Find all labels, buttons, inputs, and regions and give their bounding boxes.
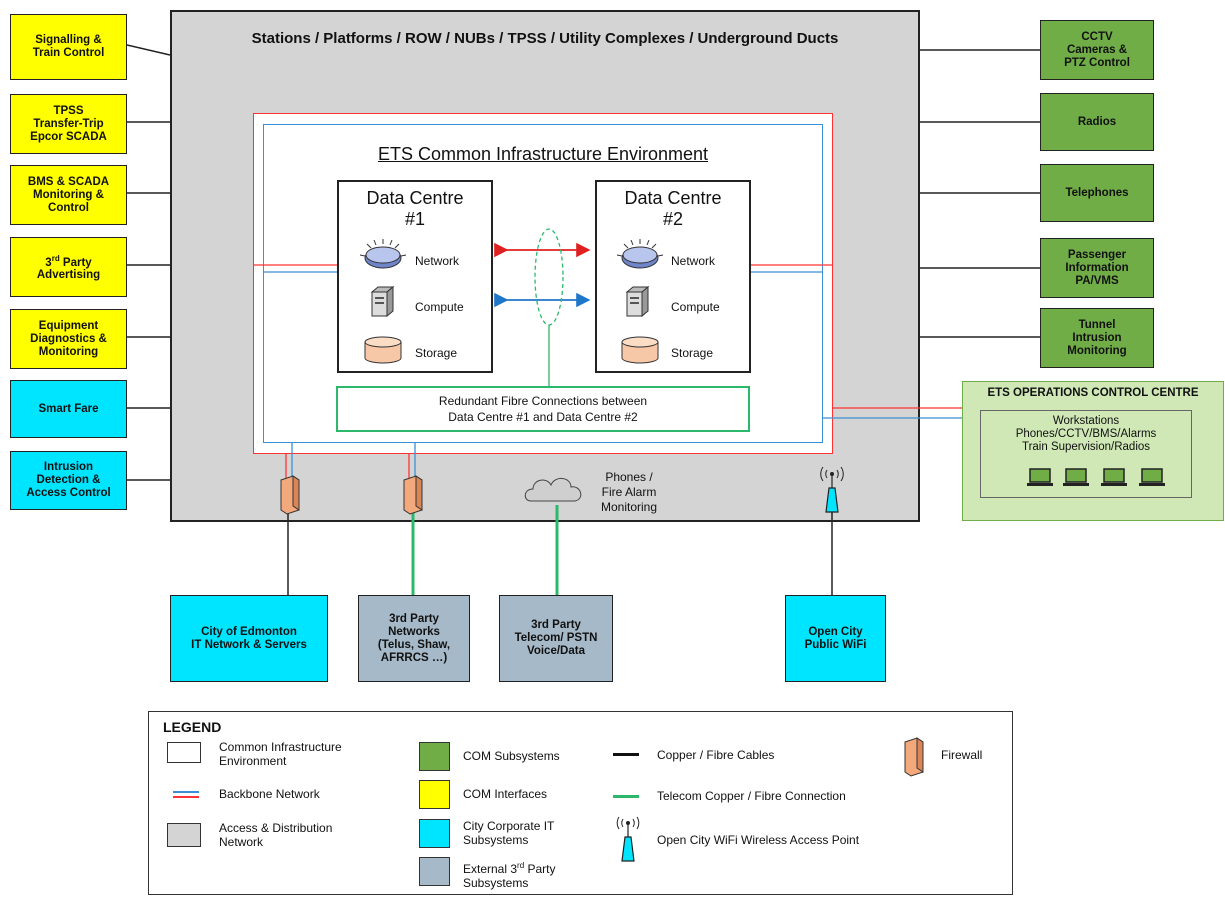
signalling-train-control-box: Signalling & Train Control bbox=[10, 14, 127, 80]
legend-external-label-post: Party Subsystems bbox=[463, 862, 556, 890]
workstation-icon bbox=[1139, 468, 1165, 486]
firewall-icon bbox=[280, 475, 300, 515]
data-centre-1: Data Centre #1 Network Compute Storage bbox=[337, 180, 493, 373]
server-icon bbox=[370, 285, 395, 318]
legend-external-label: External 3rd Party Subsystems bbox=[463, 859, 556, 890]
firewall-icon bbox=[403, 475, 423, 515]
network-icon bbox=[616, 239, 664, 269]
city-of-edmonton-it-box: City of Edmonton IT Network & Servers bbox=[170, 595, 328, 682]
smart-fare-box: Smart Fare bbox=[10, 380, 127, 438]
legend-access-swatch bbox=[167, 823, 201, 847]
passenger-information-box: Passenger Information PA/VMS bbox=[1040, 238, 1154, 298]
legend-firewall-icon bbox=[904, 737, 924, 777]
legend-backbone-red-line bbox=[173, 796, 199, 798]
storage-icon bbox=[621, 336, 659, 364]
data-centre-2-network-label: Network bbox=[671, 254, 716, 268]
legend-city-it-swatch bbox=[419, 819, 450, 848]
legend-backbone-blue-line bbox=[173, 791, 199, 793]
legend-wifi-label: Open City WiFi Wireless Access Point bbox=[657, 833, 860, 847]
third-party-advertising-label-post: Party Advertising bbox=[36, 256, 101, 282]
third-party-telecom-box: 3rd Party Telecom/ PSTN Voice/Data bbox=[499, 595, 613, 682]
occ-title: ETS OPERATIONS CONTROL CENTRE bbox=[987, 387, 1199, 399]
legend-city-it-label: City Corporate IT Subsystems bbox=[463, 819, 555, 847]
legend-title: LEGEND bbox=[163, 719, 222, 735]
telephones-box: Telephones bbox=[1040, 164, 1154, 222]
legend-backbone-label: Backbone Network bbox=[219, 787, 320, 801]
cloud-icon bbox=[524, 478, 582, 502]
third-party-advertising-box: 3rd Party Advertising bbox=[10, 237, 127, 297]
storage-icon bbox=[364, 336, 402, 364]
legend-telecom-label: Telecom Copper / Fibre Connection bbox=[657, 789, 846, 803]
open-city-wifi-box: Open City Public WiFi bbox=[785, 595, 886, 682]
occ-workstations-text: Workstations Phones/CCTV/BMS/Alarms Trai… bbox=[1015, 415, 1157, 453]
data-centre-2-storage-label: Storage bbox=[671, 346, 714, 360]
workstation-icon bbox=[1027, 468, 1053, 486]
environment-title: ETS Common Infrastructure Environment bbox=[377, 144, 709, 164]
data-centre-2: Data Centre #2 Network Compute Storage bbox=[595, 180, 751, 373]
legend-telecom-line bbox=[613, 795, 639, 798]
server-icon bbox=[625, 285, 650, 318]
redundant-fibre-connections-box: Redundant Fibre Connections between Data… bbox=[336, 386, 750, 432]
tpss-transfer-trip-box: TPSS Transfer-Trip Epcor SCADA bbox=[10, 94, 127, 154]
outer-area-title: Stations / Platforms / ROW / NUBs / TPSS… bbox=[251, 30, 839, 47]
data-centre-2-compute-label: Compute bbox=[671, 300, 720, 314]
data-centre-1-storage-label: Storage bbox=[415, 346, 458, 360]
legend-com-interfaces-swatch bbox=[419, 780, 450, 809]
legend: LEGEND Common Infrastructure Environment… bbox=[148, 711, 1013, 895]
legend-common-infra-label: Common Infrastructure Environment bbox=[219, 740, 342, 768]
tunnel-intrusion-box: Tunnel Intrusion Monitoring bbox=[1040, 308, 1154, 368]
data-centre-2-title: Data Centre #2 bbox=[624, 188, 722, 229]
third-party-advertising-label-sup: rd bbox=[51, 253, 60, 263]
legend-firewall-label: Firewall bbox=[941, 748, 983, 762]
wifi-access-point-icon bbox=[820, 466, 844, 513]
legend-common-infra-swatch bbox=[167, 742, 201, 763]
legend-external-swatch bbox=[419, 857, 450, 886]
third-party-networks-box: 3rd Party Networks (Telus, Shaw, AFRRCS … bbox=[358, 595, 470, 682]
network-icon bbox=[359, 239, 407, 269]
legend-com-subsystems-swatch bbox=[419, 742, 450, 771]
third-party-advertising-label-pre: 3 bbox=[45, 256, 52, 269]
legend-copper-label: Copper / Fibre Cables bbox=[657, 748, 775, 762]
workstation-icon bbox=[1063, 468, 1089, 486]
legend-com-subsystems-label: COM Subsystems bbox=[463, 749, 560, 763]
data-centre-1-compute-label: Compute bbox=[415, 300, 464, 314]
bms-scada-box: BMS & SCADA Monitoring & Control bbox=[10, 165, 127, 225]
workstation-icon bbox=[1101, 468, 1127, 486]
legend-external-label-pre: External 3 bbox=[463, 862, 518, 876]
legend-access-label: Access & Distribution Network bbox=[219, 821, 333, 849]
cctv-cameras-box: CCTV Cameras & PTZ Control bbox=[1040, 20, 1154, 80]
legend-com-interfaces-label: COM Interfaces bbox=[463, 787, 548, 801]
legend-external-label-sup: rd bbox=[517, 861, 525, 870]
legend-wifi-icon bbox=[616, 816, 640, 862]
workstation-icons bbox=[1027, 468, 1165, 486]
phones-fire-alarm-label: Phones / Fire Alarm Monitoring bbox=[600, 470, 658, 514]
data-centre-1-title: Data Centre #1 bbox=[366, 188, 464, 229]
intrusion-detection-box: Intrusion Detection & Access Control bbox=[10, 451, 127, 510]
radios-box: Radios bbox=[1040, 93, 1154, 151]
equipment-diagnostics-box: Equipment Diagnostics & Monitoring bbox=[10, 309, 127, 369]
data-centre-1-network-label: Network bbox=[415, 254, 460, 268]
legend-copper-line bbox=[613, 753, 639, 756]
